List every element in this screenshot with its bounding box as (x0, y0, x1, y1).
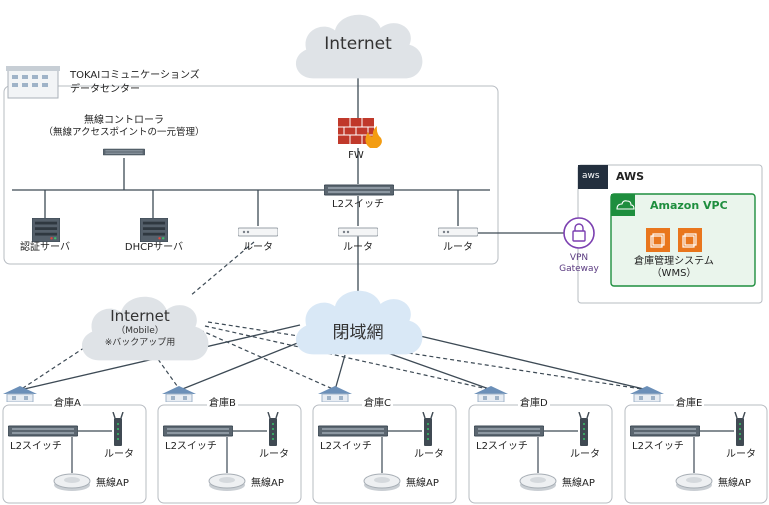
wms-label: 倉庫管理システム (634, 256, 714, 267)
internet-cloud-label: Internet (324, 34, 392, 54)
router-icon (338, 227, 378, 237)
vpn-gateway-icon (563, 217, 595, 249)
aws-title: AWS (616, 170, 645, 183)
vpc-title: Amazon VPC (650, 199, 728, 212)
auth-server-icon (32, 218, 60, 242)
warehouse-switch-label: L2スイッチ (632, 441, 684, 452)
wms-sub-label: （WMS） (651, 268, 697, 279)
warehouse-name: 倉庫C (362, 398, 393, 410)
vpn-label-line2: Gateway (559, 264, 599, 274)
warehouse-router-label: ルータ (414, 449, 444, 460)
mobile-cloud-sub: （Mobile） (116, 326, 164, 336)
warehouse-router-label: ルータ (726, 449, 756, 460)
firewall-icon (338, 118, 382, 148)
warehouse-name: 倉庫E (674, 398, 705, 410)
warehouse-ap-label: 無線AP (251, 478, 284, 489)
router-label: ルータ (343, 242, 373, 253)
core-switch-icon (324, 184, 394, 196)
ec2-icon (678, 228, 702, 252)
warehouse-switch-label: L2スイッチ (10, 441, 62, 452)
router-icon (238, 227, 278, 237)
warehouse-name: 倉庫D (518, 398, 550, 410)
warehouse-e-devices (630, 386, 746, 492)
fw-label: FW (348, 150, 364, 161)
warehouse-switch-label: L2スイッチ (320, 441, 372, 452)
datacenter-panel (3, 85, 499, 265)
vpn-label-line1: VPN (569, 253, 589, 263)
warehouse-a-devices (3, 386, 124, 492)
warehouse-router-label: ルータ (259, 449, 289, 460)
warehouse-b-devices (162, 386, 279, 492)
warehouse-name: 倉庫B (207, 398, 238, 410)
warehouse-name: 倉庫A (52, 398, 83, 410)
datacenter-name-line2: データセンター (70, 84, 140, 95)
router-label: ルータ (443, 242, 473, 253)
closed-network-label: 閉域網 (332, 323, 384, 343)
vpc-cloud-icon (611, 194, 635, 216)
warehouse-ap-label: 無線AP (406, 478, 439, 489)
auth-server-label: 認証サーバ (20, 242, 70, 253)
warehouse-router-label: ルータ (104, 449, 134, 460)
controller-label: 無線コントローラ (84, 115, 164, 126)
warehouse-ap-label: 無線AP (96, 478, 129, 489)
aws-logo-text: aws (582, 171, 600, 181)
warehouse-ap-label: 無線AP (562, 478, 595, 489)
datacenter-building-icon (6, 66, 60, 99)
warehouse-ap-label: 無線AP (718, 478, 751, 489)
core-switch-label: L2スイッチ (332, 199, 384, 210)
ec2-icon (646, 228, 670, 252)
mobile-cloud-note: ※バックアップ用 (104, 338, 176, 348)
warehouse-switch-label: L2スイッチ (165, 441, 217, 452)
controller-sub-label: （無線アクセスポイントの一元管理） (43, 127, 205, 138)
aws-logo (578, 165, 608, 189)
dhcp-server-icon (140, 218, 168, 242)
mobile-cloud-title: Internet (110, 307, 170, 325)
warehouse-c-devices (318, 386, 434, 492)
datacenter-name-line1: TOKAIコミュニケーションズ (70, 70, 200, 81)
router-icon (438, 227, 478, 237)
warehouse-switch-label: L2スイッチ (476, 441, 528, 452)
dhcp-server-label: DHCPサーバ (124, 242, 184, 253)
warehouse-d-devices (474, 386, 590, 492)
warehouse-router-label: ルータ (570, 449, 600, 460)
wireless-controller-icon (103, 148, 145, 156)
router-label: ルータ (243, 242, 273, 253)
